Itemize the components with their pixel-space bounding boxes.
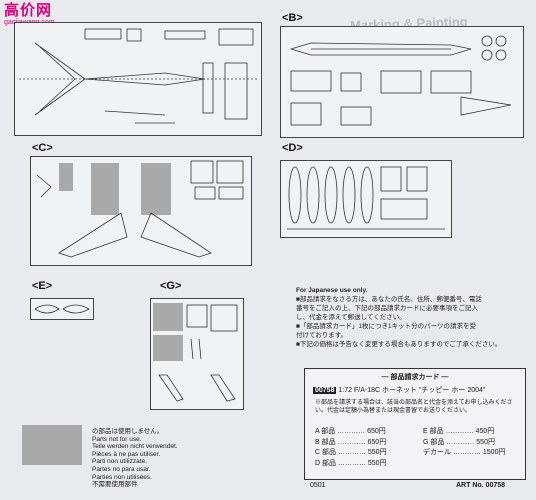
price-row: デカール ………… 1500円 bbox=[423, 449, 506, 456]
section-b-label: <B> bbox=[282, 12, 303, 24]
section-g-label: <G> bbox=[160, 280, 182, 292]
sprue-b bbox=[280, 26, 524, 138]
section-e-label: <E> bbox=[32, 280, 53, 292]
notice-heading: For Japanese use only. bbox=[296, 287, 368, 294]
sprue-e-drawing bbox=[34, 304, 90, 314]
watermark-title: 高价网 bbox=[4, 2, 53, 19]
shaded-part-g1 bbox=[153, 303, 183, 331]
kit-scale: 1:72 bbox=[338, 387, 353, 394]
sprue-d-drawing bbox=[287, 166, 445, 230]
legend-line: の部品は使用しません。 bbox=[92, 428, 164, 435]
sprue-d bbox=[280, 160, 452, 238]
legend-line: Parts not for use. bbox=[92, 435, 142, 443]
legend-line: Parties non utilisées. bbox=[92, 473, 152, 481]
price-row: G 部品 ………… 550円 bbox=[423, 438, 495, 446]
sprue-e bbox=[30, 298, 94, 320]
price-list-left: A 部品 ………… 650円 B 部品 ………… 650円 C 部品 ………… … bbox=[315, 427, 387, 469]
legend-line: Pièces à ne pas utiliser. bbox=[92, 450, 161, 458]
legend-line: Parti non utilizzate. bbox=[92, 458, 147, 466]
price-list-right: E 部品 ………… 450円 G 部品 ………… 550円 デカール ………… … bbox=[423, 427, 505, 459]
sprue-c bbox=[30, 156, 252, 266]
shaded-part-c1 bbox=[59, 163, 73, 191]
notice-line: ■部品請求をなさる方は、あなたの氏名、住所、郵便番号、電話 bbox=[296, 296, 482, 303]
price-row: B 部品 ………… 650円 bbox=[315, 438, 387, 446]
not-for-use-legend: の部品は使用しません。 Parts not for use. Teile wer… bbox=[92, 428, 178, 489]
kit-name: F/A-18C ホーネット "チッピー ホー 2004" bbox=[354, 387, 486, 394]
legend-line: 不需要使用部件 bbox=[92, 481, 138, 489]
price-row: A 部品 ………… 650円 bbox=[315, 428, 386, 435]
legend-line: Partes no para usar. bbox=[92, 465, 151, 473]
japanese-notice: For Japanese use only. ■部品請求をなさる方は、あなたの氏… bbox=[296, 286, 532, 349]
sprue-g bbox=[150, 298, 244, 410]
sprue-a-drawing bbox=[19, 28, 259, 124]
not-for-use-swatch bbox=[22, 425, 82, 465]
notice-line: 番号をご記入の上、下記の部品請求カードに必要事項をご記入 bbox=[296, 305, 478, 312]
price-row: D 部品 ………… 550円 bbox=[315, 459, 387, 467]
notice-line: ■「部品請求カード」1枚につき1キット分のパーツの請求を受 bbox=[296, 323, 477, 330]
card-caption: — 部品請求カード — bbox=[381, 374, 449, 381]
section-c-label: <C> bbox=[32, 142, 53, 154]
footer-art-no: ART No. 00758 bbox=[456, 482, 506, 489]
sprue-a bbox=[14, 22, 262, 136]
kit-line: 00758 1:72 F/A-18C ホーネット "チッピー ホー 2004" bbox=[313, 385, 485, 395]
parts-order-card: — 部品請求カード — 00758 1:72 F/A-18C ホーネット "チッ… bbox=[304, 368, 526, 480]
kit-code: 00758 bbox=[313, 387, 337, 394]
shaded-part-c3 bbox=[141, 163, 171, 215]
shaded-part-g2 bbox=[153, 335, 183, 361]
sprue-g-drawing bbox=[158, 304, 238, 402]
footer-code: 0501 bbox=[310, 482, 326, 489]
price-row: E 部品 ………… 450円 bbox=[423, 428, 495, 435]
sprue-c-drawing bbox=[36, 160, 244, 258]
sprue-b-drawing bbox=[289, 35, 512, 126]
legend-line: Teile werden nicht verwendet. bbox=[92, 443, 178, 451]
notice-line: し、代金を添えて郵送してください。 bbox=[296, 314, 406, 321]
price-row: C 部品 ………… 550円 bbox=[315, 449, 387, 456]
section-d-label: <D> bbox=[282, 142, 303, 154]
notice-line: ■下記の価格は予告なく変更する場合もありますのでご了承ください。 bbox=[296, 341, 502, 348]
shaded-part-c2 bbox=[91, 163, 119, 215]
card-note: ※部品を請求する場合は、該当の部品名と代金を添えてお申し込みください。代金は定額… bbox=[315, 400, 513, 414]
notice-line: 付けております。 bbox=[296, 332, 348, 339]
